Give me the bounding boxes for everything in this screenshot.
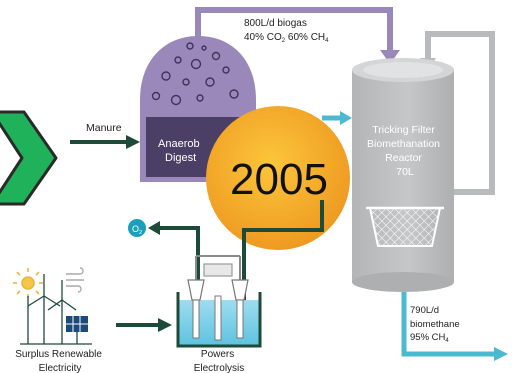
electrolysis-cell: [176, 255, 262, 348]
renewable-energy-icon: [13, 267, 92, 345]
svg-text:O2: O2: [132, 224, 142, 236]
electricity-feed-arrow: [116, 318, 172, 332]
oxygen-outlet: O2: [128, 219, 200, 302]
solar-panel-icon: [66, 316, 88, 344]
biomethane-outlet-pipe: [401, 292, 508, 361]
sun-icon: [13, 268, 43, 298]
chevron-right-icon[interactable]: [0, 110, 58, 206]
wind-gust-icon: [66, 267, 84, 293]
filter-basket-icon: [366, 206, 444, 247]
hydrogen-inlet-arrow: [322, 111, 352, 125]
biomethanation-reactor: Tricking Filter Biomethanation Reactor 7…: [352, 58, 454, 292]
manure-feed-arrow: [70, 135, 140, 149]
oxygen-icon: [128, 219, 146, 237]
bubbles-icon: [151, 42, 239, 106]
reactor-label: Tricking Filter Biomethanation Reactor 7…: [367, 124, 443, 178]
biomethane-flow-label: 790L/d biomethane 95% CH4: [410, 305, 462, 344]
powers-electrolysis-label: Powers Electrolysis: [194, 349, 245, 373]
biogas-flow-label: 800L/d biogas 40% CO2 60% CH4: [244, 18, 329, 44]
year-badge: 2005: [206, 106, 350, 250]
digester-label: Anaerob Digest: [158, 138, 203, 164]
hydrogen-pipe: [242, 200, 324, 302]
surplus-electricity-label: Surplus Renewable Electricity: [15, 349, 105, 373]
manure-label: Manure: [86, 122, 122, 134]
year-badge-text: 2005: [230, 155, 328, 204]
wind-turbine-icon: [20, 274, 92, 345]
biogas-pipe: [195, 7, 400, 64]
